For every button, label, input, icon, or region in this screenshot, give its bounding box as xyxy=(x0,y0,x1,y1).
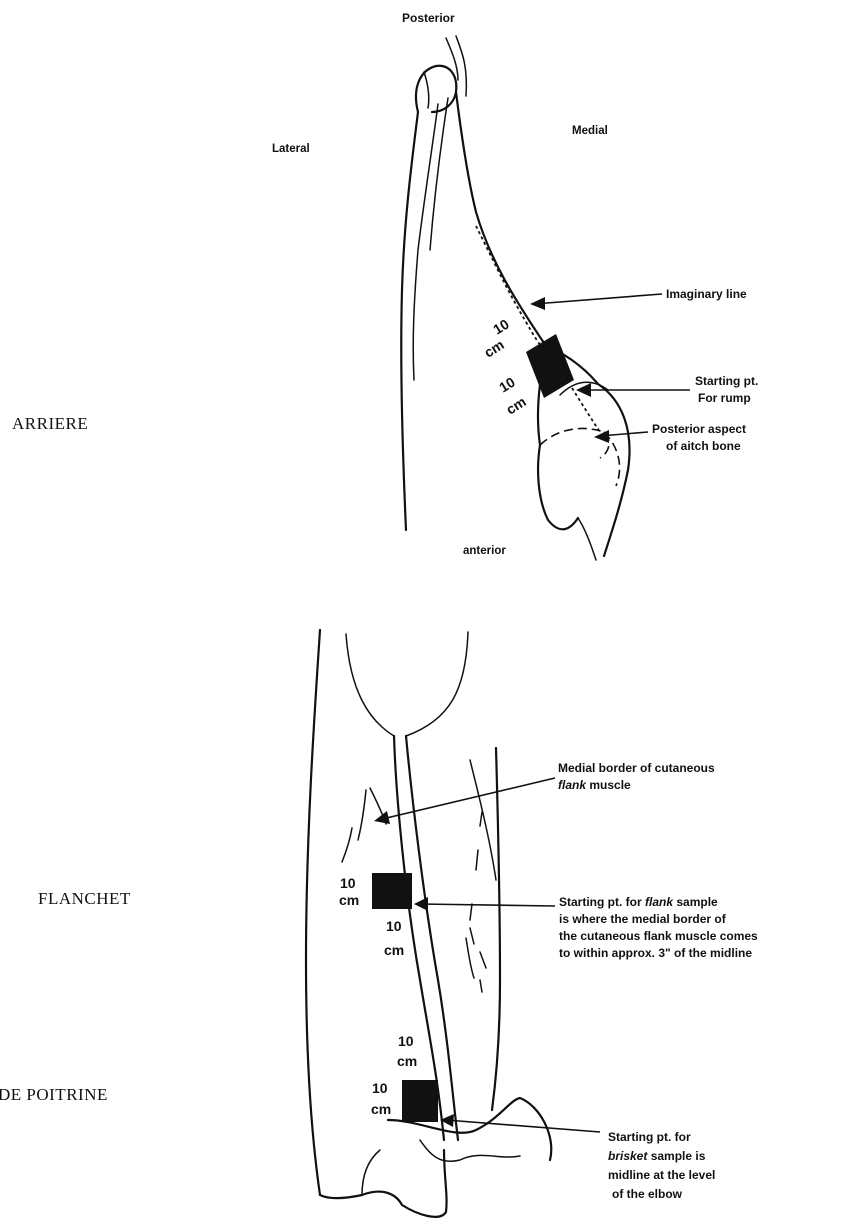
aitch-bone-label-2: of aitch bone xyxy=(666,439,741,453)
forequarter-outline xyxy=(306,630,551,1217)
brisket-start-label-1: Starting pt. for xyxy=(608,1130,691,1144)
rump-dim-lower-unit: cm xyxy=(503,393,529,417)
brisket-sample-block xyxy=(402,1080,438,1122)
flank-dim-below-value: 10 xyxy=(386,918,402,934)
brisket-start-label-2: brisket sample is xyxy=(608,1149,706,1163)
hindquarter-figure: Posterior Lateral Medial anterior ARRIER… xyxy=(12,11,758,560)
brisket-start-annotation: Starting pt. for brisket sample is midli… xyxy=(608,1130,715,1201)
flank-dim-side-value: 10 xyxy=(340,875,356,891)
medial-border-annotation: Medial border of cutaneous flank muscle xyxy=(558,761,715,792)
arriere-section-label: ARRIERE xyxy=(12,414,88,433)
anterior-label: anterior xyxy=(463,545,506,557)
rump-start-label-2: For rump xyxy=(698,391,751,405)
brisket-start-label-4: of the elbow xyxy=(612,1187,683,1201)
posterior-label: Posterior xyxy=(402,11,455,25)
forequarter-figure: FLANCHET DE POITRINE xyxy=(0,630,758,1217)
rump-dim-upper-unit: cm xyxy=(481,336,507,360)
medial-label: Medial xyxy=(572,125,608,137)
flank-sample-block xyxy=(372,873,412,909)
rump-dim-lower-value: 10 xyxy=(496,374,518,396)
medial-border-label-2: flank muscle xyxy=(558,778,631,792)
hindquarter-outline xyxy=(401,36,629,560)
flanchet-section-label: FLANCHET xyxy=(38,889,131,908)
brisket-dim-upper-unit: cm xyxy=(397,1053,417,1069)
medial-border-label-1: Medial border of cutaneous xyxy=(558,761,715,775)
brisket-dim-upper-value: 10 xyxy=(398,1033,414,1049)
brisket-dim-side-value: 10 xyxy=(372,1080,388,1096)
imaginary-line-label: Imaginary line xyxy=(666,287,747,301)
aitch-bone-label-1: Posterior aspect xyxy=(652,422,746,436)
flank-start-label-2: is where the medial border of xyxy=(559,912,727,926)
rump-start-label-1: Starting pt. xyxy=(695,374,758,388)
brisket-dim-side-unit: cm xyxy=(371,1101,391,1117)
flank-start-label-1: Starting pt. for flank sample xyxy=(559,895,718,909)
rump-dimension-labels: 10 cm 10 cm xyxy=(481,316,529,418)
brisket-start-label-3: midline at the level xyxy=(608,1168,715,1182)
poitrine-section-label: DE POITRINE xyxy=(0,1085,108,1104)
lateral-label: Lateral xyxy=(272,143,310,155)
flank-dim-below-unit: cm xyxy=(384,942,404,958)
flank-start-label-3: the cutaneous flank muscle comes xyxy=(559,929,758,943)
flank-dim-side-unit: cm xyxy=(339,892,359,908)
flank-start-label-4: to within approx. 3" of the midline xyxy=(559,946,752,960)
rump-dim-upper-value: 10 xyxy=(490,316,512,338)
flank-start-annotation: Starting pt. for flank sample is where t… xyxy=(559,895,758,960)
